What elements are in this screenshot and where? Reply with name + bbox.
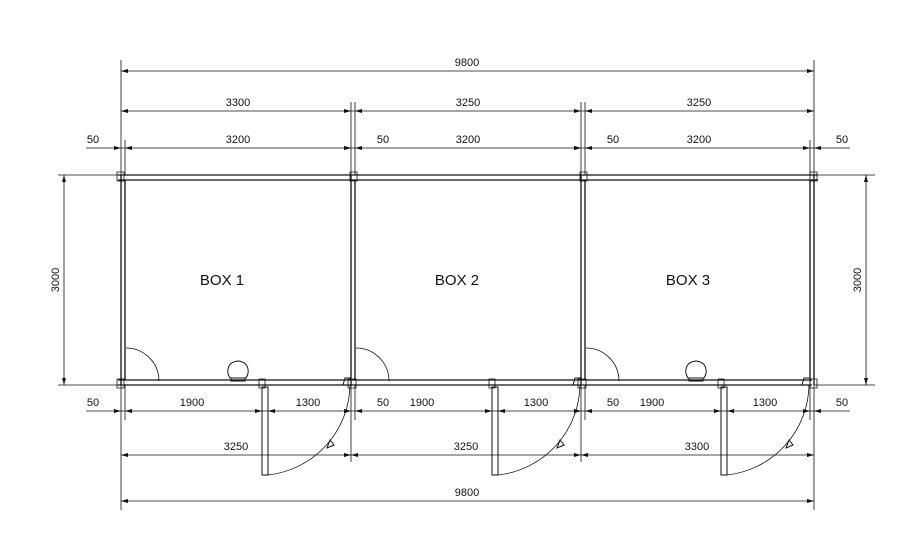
arrowhead — [62, 69, 868, 503]
dim-bottom-door: 1300 — [753, 397, 777, 409]
dim-bottom-door: 1300 — [296, 397, 320, 409]
arrowhead — [864, 175, 868, 182]
arrowhead — [574, 109, 581, 113]
arrowhead — [727, 409, 734, 413]
arrowhead — [62, 378, 66, 385]
dim-bottom-gap: 50 — [836, 397, 848, 409]
dim-bottom-total: 9800 — [455, 487, 479, 499]
dim-bottom-module: 3300 — [685, 441, 709, 453]
dim-bottom-gap: 50 — [87, 397, 99, 409]
dim-top-module: 3250 — [687, 97, 711, 109]
dim-top-module: 3300 — [226, 97, 250, 109]
door-box-1 — [262, 378, 351, 475]
arrowhead — [814, 409, 821, 413]
arrowhead — [585, 109, 592, 113]
dim-bottom-module: 3250 — [454, 441, 478, 453]
room-label: BOX 2 — [435, 272, 479, 289]
arrowhead — [355, 409, 362, 413]
arrowhead — [121, 453, 128, 457]
arrowhead — [807, 109, 814, 113]
arrowhead — [714, 409, 721, 413]
arrowhead — [807, 69, 814, 73]
dim-bottom-wall: 1900 — [640, 397, 664, 409]
arrowhead — [803, 409, 810, 413]
arrowhead — [114, 146, 121, 150]
arrowhead — [114, 409, 121, 413]
dim-bottom-wall: 1900 — [180, 397, 204, 409]
door-arrow-icon — [786, 440, 793, 448]
arrowhead — [255, 409, 262, 413]
dim-bottom-gap: 50 — [607, 397, 619, 409]
arrowhead — [268, 409, 275, 413]
arrowhead — [355, 146, 362, 150]
arrowhead — [62, 175, 66, 182]
dim-bottom-door: 1300 — [524, 397, 548, 409]
building-outline — [117, 172, 818, 388]
door-arrow-icon — [327, 440, 334, 448]
arrowhead — [864, 378, 868, 385]
dim-bottom-gap: 50 — [377, 397, 389, 409]
dim-top-gap: 50 — [836, 134, 848, 146]
dim-top-module: 3250 — [456, 97, 480, 109]
door-box-3 — [721, 378, 810, 475]
toilet-icon — [228, 361, 248, 381]
dim-top-inner: 3200 — [226, 134, 250, 146]
toilet-icon — [686, 361, 706, 381]
arrowhead — [814, 146, 821, 150]
dim-top-total: 9800 — [455, 57, 479, 69]
arrowhead — [344, 409, 351, 413]
arrowhead — [121, 109, 128, 113]
dim-bottom-wall: 1900 — [410, 397, 434, 409]
dim-bottom-module: 3250 — [224, 441, 248, 453]
arrowhead — [807, 499, 814, 503]
extension-lines — [58, 60, 875, 510]
arrowhead — [355, 109, 362, 113]
dim-top-inner: 3200 — [687, 134, 711, 146]
dim-top-inner: 3200 — [456, 134, 480, 146]
dim-top-gap: 50 — [607, 134, 619, 146]
arrowhead — [581, 453, 588, 457]
arrowhead — [125, 409, 132, 413]
arrowhead — [803, 146, 810, 150]
arrowhead — [585, 409, 592, 413]
arrowhead — [498, 409, 505, 413]
arrowhead — [121, 69, 128, 73]
arrowhead — [585, 146, 592, 150]
dim-height-left: 3000 — [50, 268, 62, 292]
arrowhead — [807, 453, 814, 457]
arrowhead — [574, 453, 581, 457]
dim-top-gap: 50 — [87, 134, 99, 146]
arrowhead — [344, 109, 351, 113]
arrowhead — [351, 453, 358, 457]
arrowhead — [344, 453, 351, 457]
dimension-lines — [64, 71, 866, 501]
dim-top-gap: 50 — [377, 134, 389, 146]
dim-height-right: 3000 — [852, 268, 864, 292]
room-label: BOX 3 — [666, 272, 710, 289]
arrowhead — [121, 499, 128, 503]
door-arrow-icon — [557, 440, 564, 448]
door-box-2 — [492, 378, 581, 475]
arrowhead — [344, 146, 351, 150]
arrowhead — [485, 409, 492, 413]
arrowhead — [574, 409, 581, 413]
arrowhead — [574, 146, 581, 150]
arrowhead — [125, 146, 132, 150]
room-label: BOX 1 — [200, 272, 244, 289]
door-swing-icon — [126, 348, 619, 381]
